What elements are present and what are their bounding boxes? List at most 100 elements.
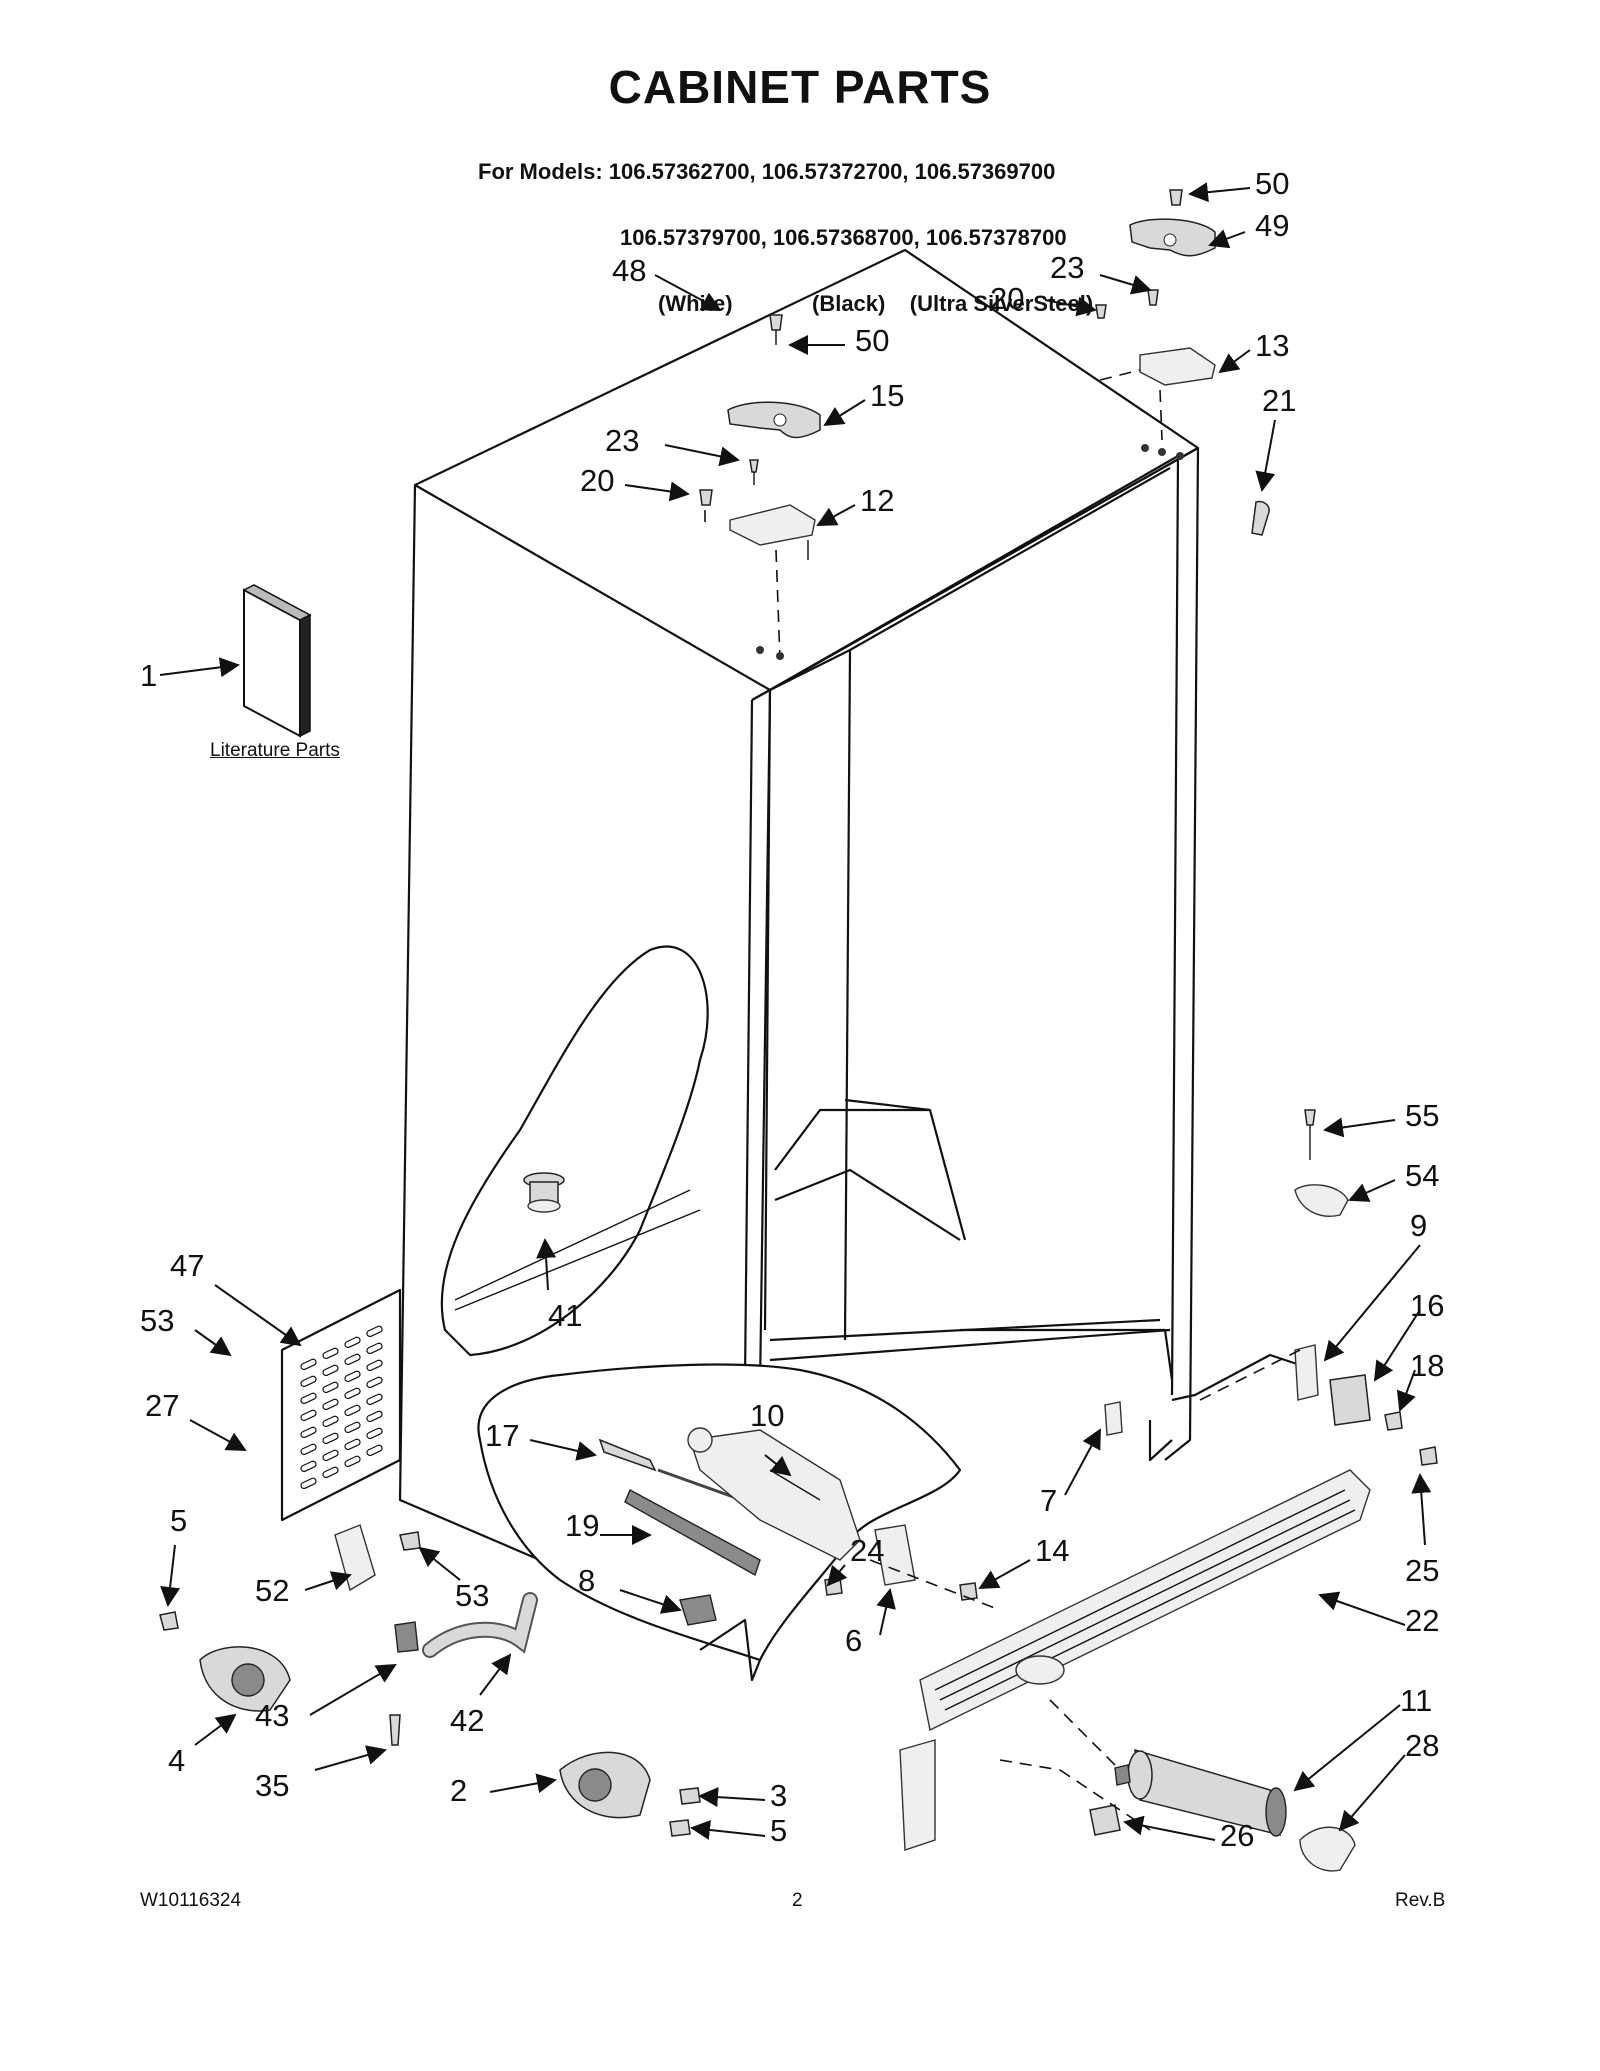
grille-slot: [322, 1398, 339, 1411]
callout-label: 1: [140, 658, 158, 693]
callout-label: 53: [455, 1578, 490, 1613]
grille-slot: [322, 1432, 339, 1445]
valve-assembly-part: [687, 1427, 861, 1561]
callout-label: 7: [1040, 1483, 1058, 1518]
callout-label: 27: [145, 1388, 180, 1423]
top-hinge-right: [1095, 189, 1270, 536]
grille-slot: [366, 1325, 383, 1338]
callout-label: 43: [255, 1698, 290, 1733]
cutaway-bottom-area: [477, 1363, 962, 1682]
callout-label: 20: [580, 463, 615, 498]
drain-hose-part: [422, 1592, 538, 1658]
grille-slot: [344, 1455, 361, 1468]
callout-label: 20: [990, 281, 1025, 316]
grille-slot: [344, 1421, 361, 1434]
callout-label: 42: [450, 1703, 485, 1738]
callout-label: 41: [548, 1298, 583, 1333]
callout-label: 15: [870, 378, 905, 413]
callout-label: 55: [1405, 1098, 1440, 1133]
grille-slot: [322, 1466, 339, 1479]
callout-label: 23: [1050, 250, 1085, 285]
grille-slot: [300, 1392, 317, 1405]
callout-label: 54: [1405, 1158, 1440, 1193]
water-filter-part: [1114, 1748, 1287, 1837]
callout-label: 10: [750, 1398, 785, 1433]
grille-slot: [366, 1410, 383, 1423]
grille-slot: [344, 1336, 361, 1349]
cutaway-drain-area: [440, 945, 709, 1357]
grille-slot: [366, 1359, 383, 1372]
grille-slot: [366, 1427, 383, 1440]
grille-slot: [300, 1426, 317, 1439]
grille-slot: [344, 1370, 361, 1383]
grille-slot: [300, 1358, 317, 1371]
grille-slot: [300, 1409, 317, 1422]
callout-label: 5: [770, 1813, 788, 1848]
drain-cup-part: [523, 1172, 565, 1213]
clip-part-43: [389, 1621, 419, 1746]
callout-label: 8: [578, 1563, 596, 1598]
roller-part-left: [159, 1611, 291, 1712]
grille-slot: [300, 1460, 317, 1473]
grille-slot: [366, 1342, 383, 1355]
grille-slot: [344, 1353, 361, 1366]
callout-label: 4: [168, 1743, 186, 1778]
grille-slot: [300, 1443, 317, 1456]
callout-label: 17: [485, 1418, 520, 1453]
callout-label: 50: [855, 323, 890, 358]
callout-label: 3: [770, 1778, 788, 1813]
callout-label: 25: [1405, 1553, 1440, 1588]
literature-parts-link[interactable]: Literature Parts: [210, 740, 340, 761]
small-block-part: [679, 1594, 717, 1626]
grille-slot: [344, 1438, 361, 1451]
grille-slot: [322, 1415, 339, 1428]
document-number: W10116324: [140, 1890, 242, 1911]
callout-label: 18: [1410, 1348, 1445, 1383]
model-list: For Models: 106.57362700, 106.57372700, …: [478, 117, 1093, 337]
callout-label: 19: [565, 1508, 600, 1543]
bracket-part-52: [334, 1524, 421, 1592]
callout-label: 21: [1262, 383, 1297, 418]
callout-label: 6: [845, 1623, 863, 1658]
clip-part-26: [1089, 1804, 1121, 1836]
callout-label: 14: [1035, 1533, 1070, 1568]
callout-label: 9: [1410, 1208, 1428, 1243]
grille-slot: [322, 1347, 339, 1360]
page-title: CABINET PARTS: [608, 61, 992, 113]
toe-grille-part: [899, 1469, 1371, 1851]
callout-label: 49: [1255, 208, 1290, 243]
rear-grille-part: [280, 1288, 402, 1522]
callout-label: 28: [1405, 1728, 1440, 1763]
grille-slot: [344, 1404, 361, 1417]
literature-book-part: [242, 584, 312, 738]
callout-label: 48: [612, 253, 647, 288]
callout-label: 53: [140, 1303, 175, 1338]
callout-label: 35: [255, 1768, 290, 1803]
roller-part-right: [559, 1751, 701, 1837]
callout-label: 22: [1405, 1603, 1440, 1638]
callout-label: 5: [170, 1503, 188, 1538]
model-line-2: 106.57379700, 106.57368700, 106.57378700: [620, 225, 1067, 250]
callout-label: 26: [1220, 1818, 1255, 1853]
callout-label: 52: [255, 1573, 290, 1608]
grille-slot: [322, 1449, 339, 1462]
grille-slot: [300, 1375, 317, 1388]
callout-label: 24: [850, 1533, 885, 1568]
model-line-3: (White) (Black) (Ultra SilverSteel): [658, 291, 1094, 316]
callout-label: 13: [1255, 328, 1290, 363]
grille-slot: [366, 1393, 383, 1406]
callout-label: 16: [1410, 1288, 1445, 1323]
callout-label: 23: [605, 423, 640, 458]
grille-slot: [366, 1376, 383, 1389]
model-line-1: For Models: 106.57362700, 106.57372700, …: [478, 159, 1056, 184]
callout-label: 12: [860, 483, 895, 518]
callout-label: 50: [1255, 166, 1290, 201]
grille-slot: [366, 1444, 383, 1457]
grille-slot: [344, 1387, 361, 1400]
grille-slot: [300, 1477, 317, 1490]
callout-label: 2: [450, 1773, 468, 1808]
grille-slot: [322, 1364, 339, 1377]
top-hinge-left: [699, 314, 821, 661]
leader-arrows: [159, 182, 1432, 1841]
